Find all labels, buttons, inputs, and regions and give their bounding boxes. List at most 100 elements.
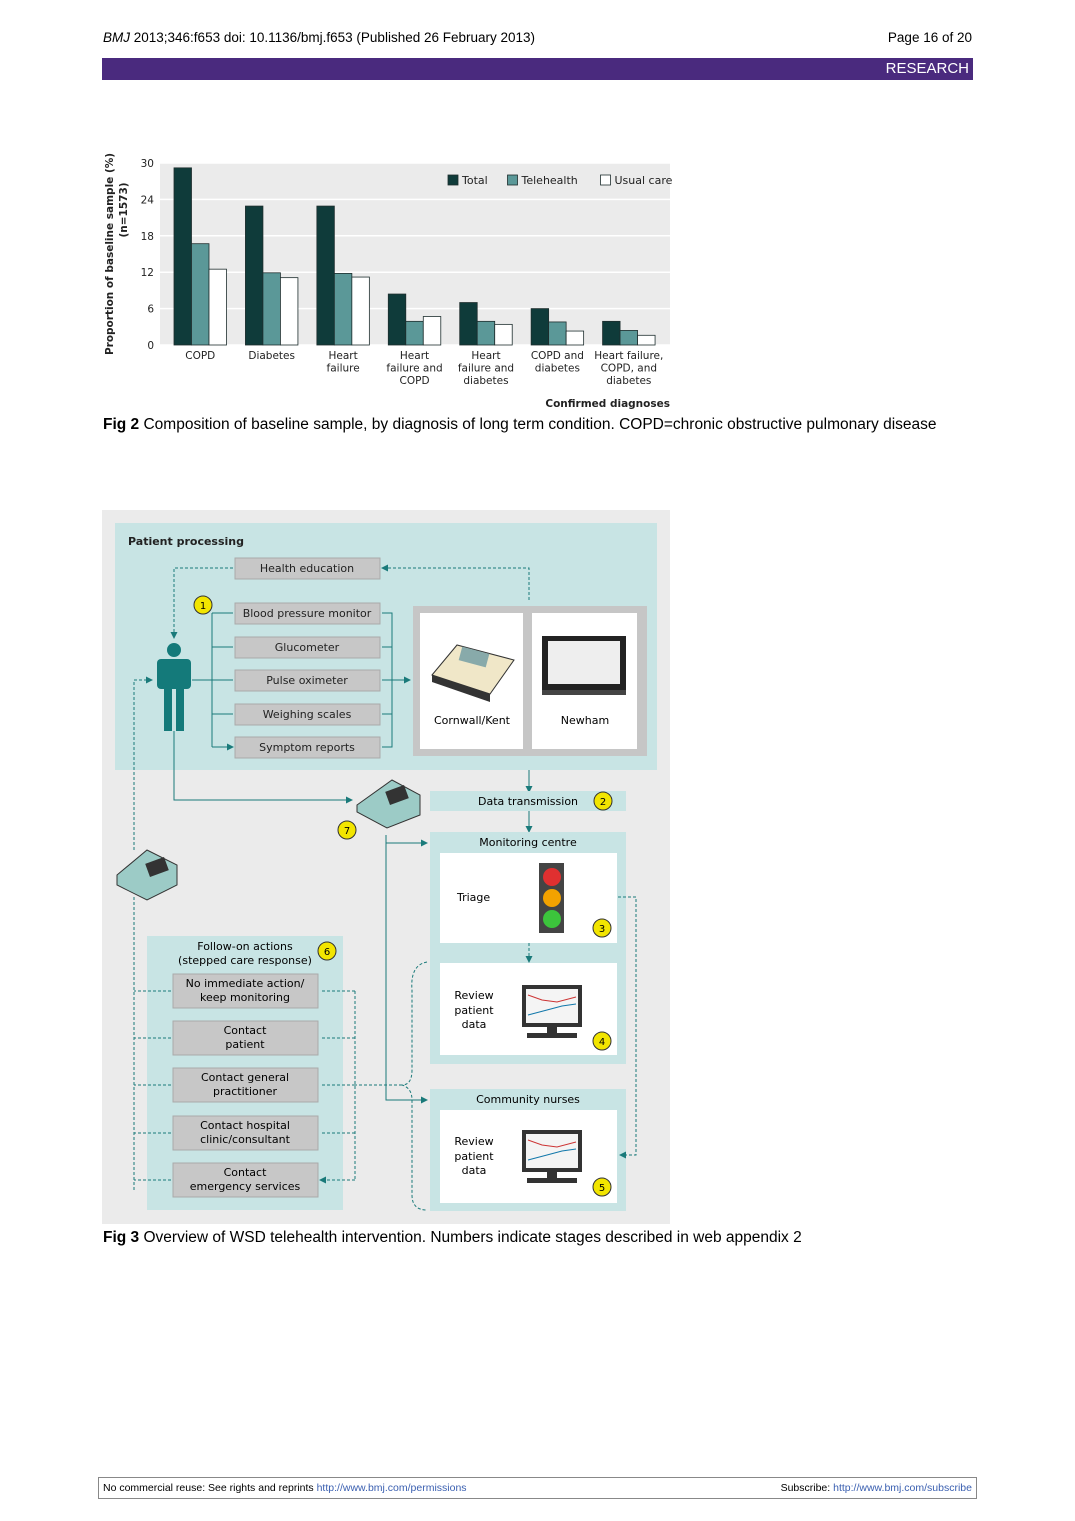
x-tick-label: Heart xyxy=(471,350,500,362)
device-list: Blood pressure monitor Glucometer Pulse … xyxy=(234,602,381,759)
x-tick-label: diabetes xyxy=(606,375,651,387)
stage-number: 3 xyxy=(599,924,605,935)
subscribe-text: Subscribe: xyxy=(780,1482,834,1494)
legend-swatch xyxy=(600,174,611,186)
legend-swatch xyxy=(447,174,459,186)
y-axis-label: (n=1573) xyxy=(118,182,130,237)
stage-number: 4 xyxy=(599,1037,605,1048)
action-label: emergency services xyxy=(190,1180,301,1193)
device-box xyxy=(234,636,381,659)
device-box xyxy=(234,703,381,726)
telephone-icon xyxy=(116,849,178,901)
review-label: data xyxy=(462,1018,487,1031)
action-box xyxy=(172,1115,319,1151)
plot-area xyxy=(160,163,670,345)
action-label: Contact xyxy=(224,1166,267,1179)
fig3-text: Overview of WSD telehealth intervention.… xyxy=(139,1229,802,1246)
device-box xyxy=(234,602,381,625)
action-label: practitioner xyxy=(213,1085,278,1098)
section-label: RESEARCH xyxy=(885,60,969,77)
x-tick-label: diabetes xyxy=(463,375,508,387)
bar-usual-care xyxy=(208,268,227,346)
fig3-label: Fig 3 xyxy=(103,1229,140,1246)
citation: 2013;346:f653 doi: 10.1136/bmj.f653 (Pub… xyxy=(130,30,536,45)
x-axis-label: Confirmed diagnoses xyxy=(545,398,670,410)
bar-usual-care xyxy=(351,276,370,346)
device-label: Weighing scales xyxy=(263,708,352,721)
review-label: Review xyxy=(454,989,493,1002)
stage-number: 6 xyxy=(324,947,330,958)
x-tick-label: COPD xyxy=(185,350,215,362)
x-tick-label: failure and xyxy=(458,363,514,375)
bar-usual-care xyxy=(280,277,299,346)
bar-total xyxy=(316,205,335,346)
bar-telehealth xyxy=(191,243,210,346)
device-label: Symptom reports xyxy=(259,741,355,754)
page-footer: No commercial reuse: See rights and repr… xyxy=(98,1477,977,1499)
y-tick-label: 18 xyxy=(141,231,154,243)
y-tick-label: 12 xyxy=(141,267,154,279)
health-education-box xyxy=(234,557,381,580)
monitoring-centre-label: Monitoring centre xyxy=(479,836,577,849)
y-tick-label: 24 xyxy=(141,194,155,206)
action-label: clinic/consultant xyxy=(200,1133,290,1146)
community-nurses-label: Community nurses xyxy=(476,1093,580,1106)
legend-label: Total xyxy=(461,174,488,187)
stage-7-marker xyxy=(337,820,357,840)
bar-telehealth xyxy=(476,320,496,346)
patient-processing-title: Patient processing xyxy=(128,535,244,548)
footer-left: No commercial reuse: See rights and repr… xyxy=(103,1482,467,1494)
x-tick-label: Heart xyxy=(400,350,429,362)
follow-on-subtitle: (stepped care response) xyxy=(178,954,312,967)
running-header: BMJ 2013;346:f653 doi: 10.1136/bmj.f653 … xyxy=(103,30,535,45)
bar-telehealth xyxy=(333,273,353,346)
action-label: No immediate action/ xyxy=(186,977,305,990)
bar-telehealth xyxy=(262,272,281,346)
x-tick-label: Heart failure, xyxy=(594,350,663,362)
subscribe-link[interactable]: http://www.bmj.com/subscribe xyxy=(833,1482,972,1494)
action-label: Contact general xyxy=(201,1071,289,1084)
stage-2-marker xyxy=(593,791,613,811)
x-tick-label: Diabetes xyxy=(248,350,295,362)
bar-total xyxy=(459,302,478,346)
legend-label: Usual care xyxy=(615,174,673,187)
action-label: keep monitoring xyxy=(200,991,290,1004)
patient-icon xyxy=(157,643,191,731)
bar-total xyxy=(602,320,621,346)
computer-icon xyxy=(522,985,582,1038)
data-transmission-label: Data transmission xyxy=(478,795,578,808)
action-box xyxy=(172,1162,319,1198)
journal-name: BMJ xyxy=(103,30,130,45)
fig3-diagram: Patient processing Health education Bloo… xyxy=(102,510,670,1224)
bar-telehealth xyxy=(405,320,424,346)
stage-number: 7 xyxy=(344,826,350,837)
review-label: data xyxy=(462,1164,487,1177)
y-tick-label: 30 xyxy=(141,158,154,170)
bar-telehealth xyxy=(548,321,567,346)
telehealth-flow-diagram: Patient processing Health education Bloo… xyxy=(102,510,670,1224)
bar-total xyxy=(245,205,264,346)
action-label: Contact xyxy=(224,1024,267,1037)
stage-4-marker xyxy=(592,1031,612,1051)
fig2-caption: Fig 2 Composition of baseline sample, by… xyxy=(103,416,937,434)
permissions-link[interactable]: http://www.bmj.com/permissions xyxy=(316,1482,467,1494)
y-tick-label: 0 xyxy=(147,340,154,352)
action-list: No immediate action/ keep monitoring Con… xyxy=(172,973,319,1198)
stage-3-marker xyxy=(592,918,612,938)
bar-usual-care xyxy=(494,323,513,346)
television-icon xyxy=(542,636,626,695)
review-label: patient xyxy=(454,1004,494,1017)
footer-right: Subscribe: http://www.bmj.com/subscribe xyxy=(781,1482,972,1494)
device-label: Blood pressure monitor xyxy=(243,607,372,620)
stage-number: 1 xyxy=(200,601,206,612)
x-tick-label: failure xyxy=(327,363,360,375)
fig2-text: Composition of baseline sample, by diagn… xyxy=(139,416,937,433)
legend-label: Telehealth xyxy=(521,174,578,187)
triage-box xyxy=(440,853,617,943)
data-transmission-box xyxy=(430,791,626,811)
review-label: Review xyxy=(454,1135,493,1148)
bar-usual-care xyxy=(565,330,585,346)
review-label: patient xyxy=(454,1150,494,1163)
